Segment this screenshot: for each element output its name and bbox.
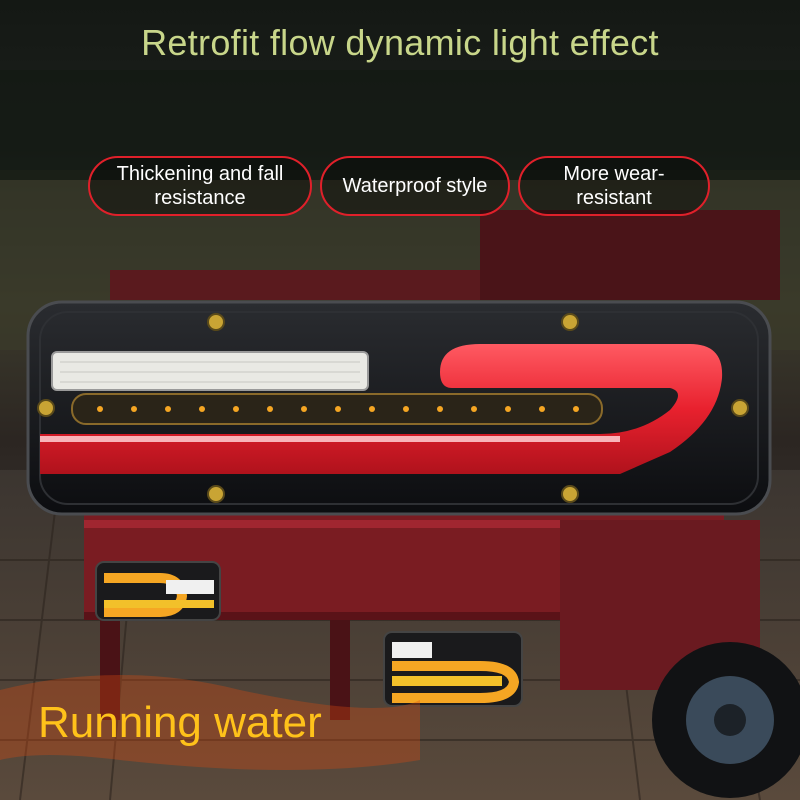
reverse-light-bar (51, 351, 369, 391)
caption-running-water: Running water (38, 698, 322, 747)
feature-badge-fall-resistance: Thickening and fall resistance (88, 156, 312, 216)
amber-led-row (97, 406, 579, 412)
feature-badge-wear-resistant: More wear-resistant (518, 156, 710, 216)
main-tail-light (26, 300, 772, 516)
mounted-light-right (383, 631, 523, 707)
truck-wheel (652, 642, 800, 798)
tree-line (0, 70, 800, 180)
mounting-screws (37, 313, 749, 503)
feature-badge-waterproof: Waterproof style (320, 156, 510, 216)
mounted-light-left (95, 561, 221, 621)
truck-body (84, 210, 780, 720)
light-trail-flare (0, 675, 420, 770)
headline: Retrofit flow dynamic light effect (141, 22, 659, 63)
